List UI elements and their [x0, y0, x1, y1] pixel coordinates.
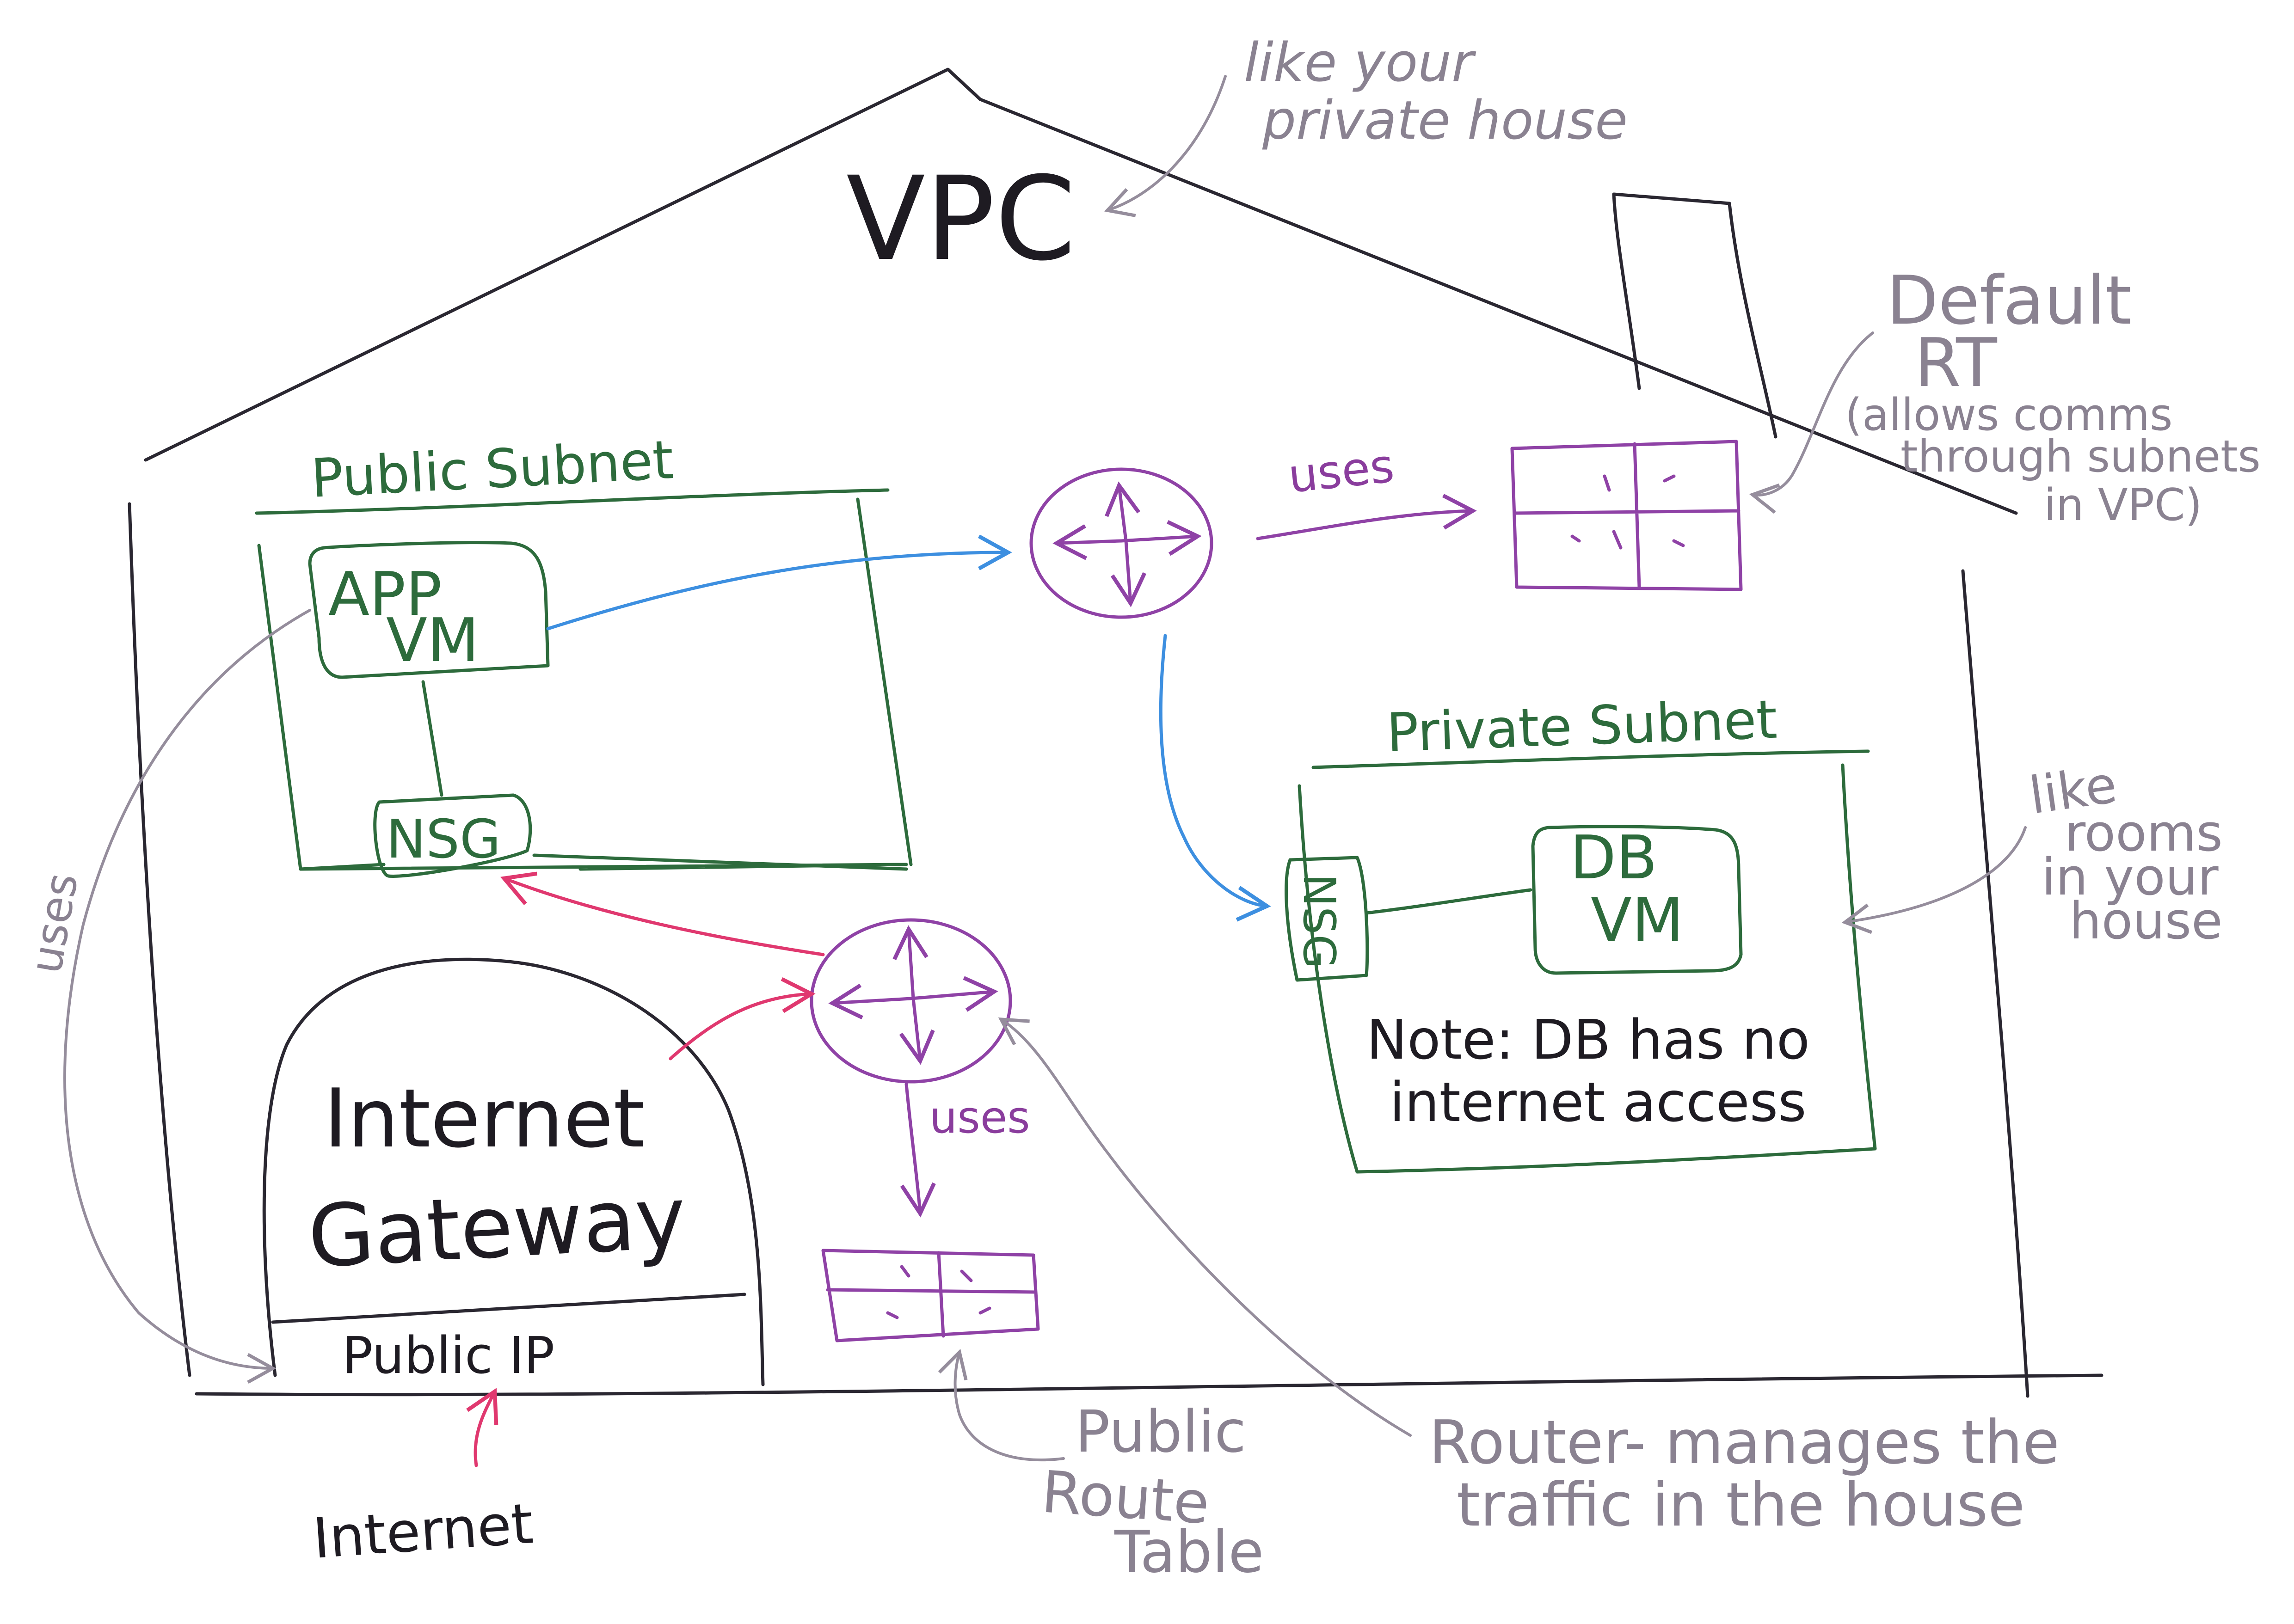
private-note-line2: internet access [1390, 1070, 1807, 1134]
app-vm-uses-arrow [63, 609, 311, 1384]
vpc-title: VPC [846, 152, 1076, 286]
db-vm-box [1531, 825, 1743, 975]
house-outline [128, 67, 2103, 1398]
router-note-arrow [998, 1017, 1412, 1437]
default-router: uses [1029, 439, 1477, 619]
router-arrows-icon [1052, 481, 1202, 607]
chimney [1612, 192, 1777, 439]
public-route-table-line3: Table [1114, 1519, 1264, 1586]
internet-source: Internet [311, 1388, 535, 1571]
app-vm-nsg-link [421, 680, 443, 797]
gateway-arch [262, 957, 765, 1386]
public-subnet-label: Public Subnet [309, 429, 675, 510]
route-table-grid-icon [821, 1249, 1040, 1342]
wall-left [128, 502, 191, 1377]
app-vm-line2: VM [386, 605, 479, 675]
router-arrows-icon [828, 925, 998, 1065]
internet-label: Internet [311, 1492, 535, 1571]
router-note: Router- manages the traffic in the house [998, 1017, 2060, 1540]
rooms-note-line2: rooms [2065, 803, 2223, 863]
router-to-public-nsg-arrow [500, 871, 825, 956]
internet-gateway: Internet Gateway Public IP [262, 957, 765, 1386]
public-subnet-box [257, 497, 913, 871]
rooms-note-line1: like [2026, 755, 2121, 826]
rooms-note: like rooms in your house [1841, 755, 2223, 950]
public-route-table-marks [886, 1265, 991, 1319]
db-vm-line2: VM [1591, 885, 1684, 955]
vpc-note-arrow [1104, 75, 1227, 217]
vpc-note-line2: private house [1262, 90, 1628, 152]
private-subnet-top-line [1311, 749, 1870, 769]
default-rt-note-line1: (allows comms [1845, 390, 2173, 441]
default-rt-note-arrow [1749, 331, 1874, 514]
public-nsg-box [373, 793, 532, 878]
vpc-note: like your private house [1104, 32, 1628, 217]
public-route-table-label: Public Route Table [938, 1348, 1264, 1586]
public-nsg-label: NSG [386, 809, 501, 870]
public-subnet: Public Subnet [255, 429, 913, 871]
gateway-to-router-arrow [669, 977, 816, 1060]
gateway-ip-divider [271, 1293, 746, 1324]
public-route-table [821, 1249, 1040, 1342]
default-router-uses-label: uses [1285, 439, 1396, 503]
default-rt-label: Default RT (allows comms through subnets… [1749, 262, 2261, 531]
gateway-label-line1: Internet [324, 1072, 645, 1166]
private-nsg-box [1285, 856, 1369, 982]
public-route-table-arrow [938, 1348, 1065, 1462]
private-subnet-box [1298, 763, 1877, 1174]
default-router-uses-arrow [1256, 494, 1477, 540]
private-subnet-label: Private Subnet [1385, 689, 1778, 764]
default-rt-note-line3: in VPC) [2044, 480, 2202, 531]
public-ip-label: Public IP [342, 1326, 554, 1385]
default-rt-title-line1: Default [1887, 262, 2132, 340]
public-router-uses-label: uses [929, 1092, 1030, 1143]
app-vm-box [308, 541, 550, 679]
private-nsg-label: NSG [1293, 874, 1344, 968]
public-router: uses [500, 871, 1030, 1218]
rooms-note-arrow [1841, 826, 2027, 934]
default-rt-note-line2: through subnets [1900, 431, 2261, 482]
public-route-table-line1: Public [1075, 1398, 1246, 1465]
default-route-table [1510, 440, 1743, 591]
gateway-label-line2: Gateway [306, 1167, 688, 1287]
public-router-uses-arrow [900, 1082, 936, 1218]
db-vm-line1: DB [1570, 822, 1657, 893]
private-nsg-db-link [1365, 888, 1532, 915]
app-vm-line1: APP [328, 559, 442, 629]
private-subnet: Private Subnet DB VM NSG Note: DB has no… [1285, 689, 1877, 1174]
roof-left [144, 67, 982, 462]
rooms-note-line3: in your [2042, 847, 2219, 907]
wall-right [1961, 569, 2030, 1398]
router-note-line2: traffic in the house [1457, 1470, 2025, 1540]
public-subnet-bottom-line [299, 853, 908, 871]
vpc-note-line1: like your [1244, 32, 1476, 94]
router-note-line1: Router- manages the [1429, 1407, 2060, 1477]
route-table-grid-icon [1510, 440, 1743, 591]
app-vm-uses-label: uses [20, 870, 88, 977]
roof-right [978, 98, 2018, 515]
floor [195, 1373, 2103, 1397]
route-table-marks [1570, 474, 1685, 550]
internet-to-public-ip-arrow [466, 1388, 498, 1467]
public-nsg: NSG [373, 793, 532, 878]
rooms-note-line4: house [2069, 891, 2223, 950]
app-vm-to-router-arrow [546, 534, 1012, 631]
public-route-table-line2: Route [1039, 1459, 1212, 1537]
router-to-private-nsg-arrow [1159, 634, 1271, 922]
app-vm: APP VM [308, 541, 550, 797]
default-rt-title-line2: RT [1914, 324, 1997, 402]
public-subnet-top-line [255, 488, 890, 515]
private-note-line1: Note: DB has no [1366, 1008, 1810, 1072]
router-ellipse [1029, 467, 1213, 619]
